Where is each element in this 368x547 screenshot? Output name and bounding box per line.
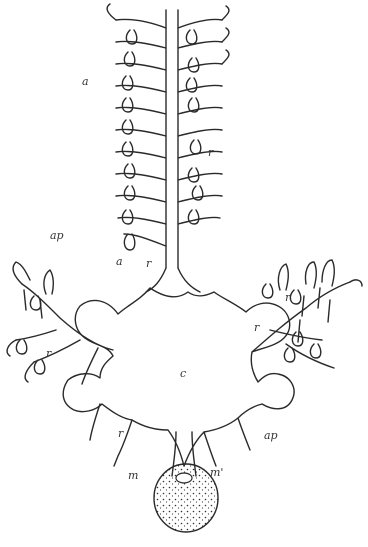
left-arm-tips: [7, 262, 53, 382]
upper-right-branches: [178, 19, 222, 224]
central-cavity-outline: [63, 288, 294, 466]
right-arm-bulbs: [262, 284, 320, 362]
lower-left-lobes: [90, 404, 132, 466]
right-arm-tips: [278, 260, 362, 290]
mouth-opening: [176, 473, 192, 483]
upper-bulbs: [122, 30, 202, 250]
left-arm: [16, 284, 113, 384]
trunk-base: [146, 268, 200, 292]
